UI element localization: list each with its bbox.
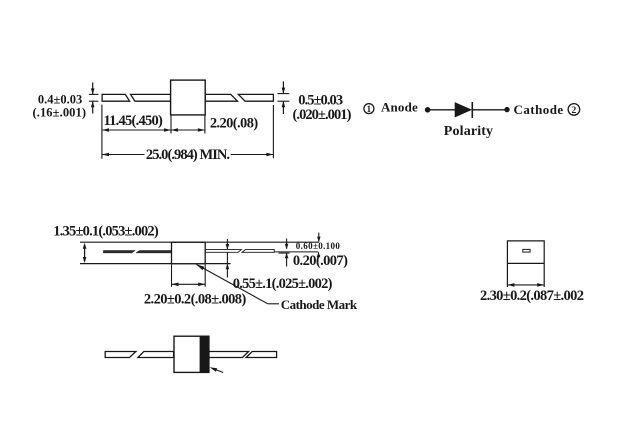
svg-text:11.45(.450): 11.45(.450)	[103, 113, 163, 129]
svg-text:0.20(.007): 0.20(.007)	[293, 253, 348, 269]
svg-text:1: 1	[367, 104, 372, 114]
svg-text:Anode: Anode	[381, 100, 418, 115]
svg-text:2.30±0.2(.087±.002: 2.30±0.2(.087±.002	[480, 288, 584, 304]
svg-text:1.35±0.1(.053±.002): 1.35±0.1(.053±.002)	[53, 223, 159, 239]
svg-text:0.5±0.03: 0.5±0.03	[298, 92, 343, 108]
svg-text:(.020±.001): (.020±.001)	[293, 107, 352, 123]
svg-text:Polarity: Polarity	[444, 124, 493, 139]
svg-text:2.20(.08): 2.20(.08)	[210, 115, 259, 131]
svg-text:0.55±.1(.025±.002): 0.55±.1(.025±.002)	[233, 276, 333, 292]
svg-text:Cathode: Cathode	[514, 102, 564, 117]
svg-text:0.4±0.03: 0.4±0.03	[38, 92, 82, 106]
svg-text:Cathode Mark: Cathode Mark	[281, 297, 358, 312]
svg-text:(.16±.001): (.16±.001)	[32, 105, 86, 119]
svg-text:2: 2	[572, 106, 577, 116]
svg-text:2.20±0.2(.08±.008): 2.20±0.2(.08±.008)	[144, 292, 247, 308]
svg-text:25.0(.984) MIN.: 25.0(.984) MIN.	[146, 147, 230, 163]
svg-text:0.60±0.100: 0.60±0.100	[296, 241, 341, 251]
